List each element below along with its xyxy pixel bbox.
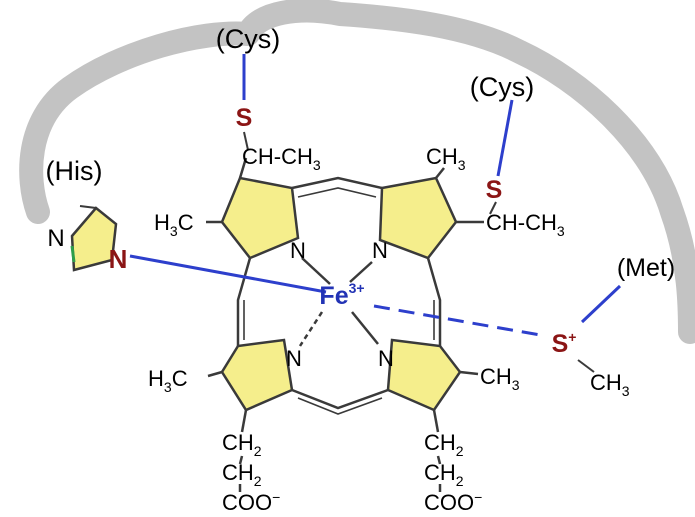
fe-n-bond-top-left [301,257,331,285]
bond-his-fe [129,254,327,294]
label-ch2-right-1: CH2 [424,430,464,459]
n-pyrrole-top-right: N [372,238,388,263]
fe-n-bond-top-right [349,261,373,283]
n-his-bound: N [109,244,128,274]
label-coo-right: COO− [424,489,482,515]
porphyrin-ring [206,157,484,492]
sulfur-cys-right: S [486,176,503,204]
label-cys-right: (Cys) [470,72,534,102]
label-his: (His) [46,156,103,186]
fe-center: Fe3+ [319,280,364,310]
pyrrole-ring-bottom-right [386,338,462,412]
bridge-top [291,176,383,190]
label-ch2-right-2: CH2 [424,460,464,489]
protein-backbone [19,0,695,344]
bond-ch2-ch2-right [436,455,442,465]
bridge-bottom-inner [297,397,383,415]
bond-fe-met [373,304,547,338]
n-pyrrole-bottom-right: N [378,346,394,371]
bond-ch3-bottom-right [459,370,479,376]
sulfur-met: S+ [552,329,577,358]
label-ch-ch3-right: CH-CH3 [486,210,565,239]
label-ch3-bottom-right: CH3 [480,364,520,393]
label-ch3-met: CH3 [590,370,630,399]
imidazole-ring [70,205,118,272]
label-ch2-left-1: CH2 [222,430,262,459]
label-met: (Met) [617,254,675,282]
n-pyrrole-bottom-left: N [286,346,302,371]
bond-smet-ch3 [577,359,595,373]
bond-ch2-left [240,409,248,433]
bridge-top-inner [297,187,377,198]
bond-ch3-top-right [435,167,445,179]
bond-cys1-sub [238,157,248,179]
sulfur-cys-top: S [236,104,253,132]
pyrrole-ring-bottom-left [220,338,294,412]
label-ch-ch3-left: CH-CH3 [242,144,321,173]
bond-ch2-ch2-left [238,455,244,465]
fe-n-bond-bottom-left [298,311,324,347]
label-coo-left: COO− [222,489,280,515]
bond-s-ch-right [489,201,497,215]
bond-ch2-right [432,409,440,433]
pyrrole-ring-top-left [220,176,300,260]
bond-s-ch-left [243,131,249,151]
bridge-right [426,257,442,346]
label-cys-top: (Cys) [216,24,280,54]
bond-met-s [580,284,622,324]
n-pyrrole-top-left: N [290,238,306,263]
label-h3c-top-left: H3C [154,210,194,239]
bond-h3c-bottom-left [207,370,223,378]
ligand-bonds [129,54,622,338]
bridge-bottom [291,388,389,410]
pyrrole-ring-top-right [378,176,458,260]
label-h3c-bottom-left: H3C [148,366,188,395]
n-his-outer: N [47,225,64,252]
fe-n-bond-bottom-right [351,311,379,345]
label-ch2-left-2: CH2 [222,460,262,489]
label-ch3-top-right: CH3 [426,144,466,173]
bridge-left [236,257,252,346]
bond-cys2-s [496,99,514,177]
